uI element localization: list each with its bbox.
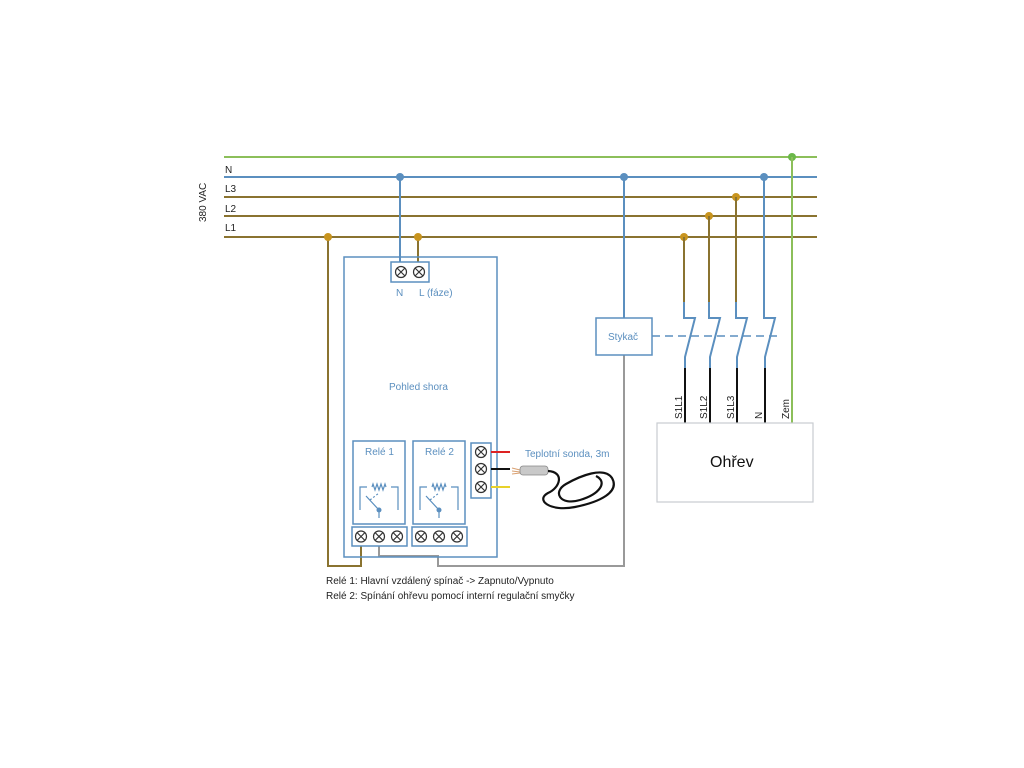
note-relay-2: Relé 2: Spínání ohřevu pomocí interní re… bbox=[326, 591, 574, 602]
relay-1-label: Relé 1 bbox=[365, 447, 394, 458]
switch-pole-icon bbox=[763, 302, 777, 368]
relay-2: Relé 2 bbox=[412, 440, 466, 525]
screw-terminal-icon bbox=[390, 530, 404, 543]
voltage-label: 380 VAC bbox=[198, 183, 209, 222]
controller-box bbox=[343, 256, 498, 558]
junction-dot bbox=[620, 173, 628, 181]
output-label-n: N bbox=[754, 412, 765, 419]
screw-terminal-icon bbox=[476, 464, 486, 474]
screw-terminal-icon bbox=[372, 530, 386, 543]
junction-dot bbox=[396, 173, 404, 181]
screw-terminal-icon bbox=[476, 447, 486, 457]
screw-terminal-icon bbox=[452, 532, 462, 541]
relay-1-terminal-block bbox=[351, 526, 408, 547]
screw-terminal-icon bbox=[474, 462, 488, 476]
relay-contact-dot bbox=[436, 507, 442, 513]
screw-terminal-icon bbox=[392, 532, 402, 541]
temperature-probe-icon bbox=[511, 465, 615, 510]
screw-terminal-icon bbox=[450, 530, 464, 543]
screw-terminal-icon bbox=[356, 532, 366, 541]
screw-terminal-icon bbox=[394, 265, 408, 279]
line-label-l2: L2 bbox=[225, 204, 237, 215]
output-label-zem: Zem bbox=[781, 399, 792, 419]
contactor-poles bbox=[683, 157, 793, 423]
note-relay-1: Relé 1: Hlavní vzdálený spínač -> Zapnut… bbox=[326, 576, 554, 587]
contactor-box bbox=[595, 317, 653, 356]
screw-terminal-icon bbox=[396, 267, 406, 277]
switch-pole-icon bbox=[735, 302, 749, 368]
screw-terminal-icon bbox=[412, 265, 426, 279]
screw-terminal-icon bbox=[414, 267, 424, 277]
terminal-n-label: N bbox=[396, 288, 403, 299]
screw-terminal-icon bbox=[432, 530, 446, 543]
l1-to-relay-wire bbox=[327, 237, 362, 567]
screw-terminal-icon bbox=[476, 482, 486, 492]
relay-2-frame bbox=[412, 440, 466, 525]
screw-terminal-icon bbox=[354, 530, 368, 543]
output-label-s1l2: S1L2 bbox=[699, 395, 710, 419]
view-label: Pohled shora bbox=[389, 382, 448, 393]
relay-actuator-icon bbox=[369, 492, 380, 501]
relay-switch-icon bbox=[359, 482, 399, 518]
screw-terminal-icon bbox=[434, 532, 444, 541]
junction-dot bbox=[414, 233, 422, 241]
output-label-s1l1: S1L1 bbox=[674, 395, 685, 419]
screw-terminal-icon bbox=[374, 532, 384, 541]
line-label-n: N bbox=[225, 165, 232, 176]
switch-pole-icon bbox=[683, 302, 697, 368]
contactor-label: Stykač bbox=[608, 332, 638, 343]
probe-label: Teplotní sonda, 3m bbox=[525, 449, 610, 460]
relay-2-terminal-block bbox=[411, 526, 468, 547]
probe-terminal-block bbox=[470, 442, 492, 499]
supply-bus bbox=[224, 156, 817, 238]
terminal-l-label: L (fáze) bbox=[419, 288, 453, 299]
relay-actuator-icon bbox=[429, 492, 440, 501]
power-terminal-block bbox=[390, 261, 430, 283]
screw-terminal-icon bbox=[474, 445, 488, 459]
relay-2-label: Relé 2 bbox=[425, 447, 454, 458]
screw-terminal-icon bbox=[474, 480, 488, 494]
line-label-l1: L1 bbox=[225, 223, 237, 234]
screw-terminal-icon bbox=[416, 532, 426, 541]
relay-to-contactor-wire bbox=[378, 355, 625, 567]
output-label-s1l3: S1L3 bbox=[726, 395, 737, 419]
switch-pole-icon bbox=[708, 302, 722, 368]
relay-1-frame bbox=[352, 440, 406, 525]
line-label-l3: L3 bbox=[225, 184, 237, 195]
heater-box bbox=[656, 422, 814, 503]
heater-label: Ohřev bbox=[710, 454, 754, 471]
terminal-block-frame bbox=[390, 261, 430, 283]
screw-terminal-icon bbox=[414, 530, 428, 543]
controller-feed-wires bbox=[327, 177, 625, 567]
relay-contact-dot bbox=[376, 507, 382, 513]
relay-switch-icon bbox=[419, 482, 459, 518]
relay-1: Relé 1 bbox=[352, 440, 406, 525]
junction-dot bbox=[324, 233, 332, 241]
